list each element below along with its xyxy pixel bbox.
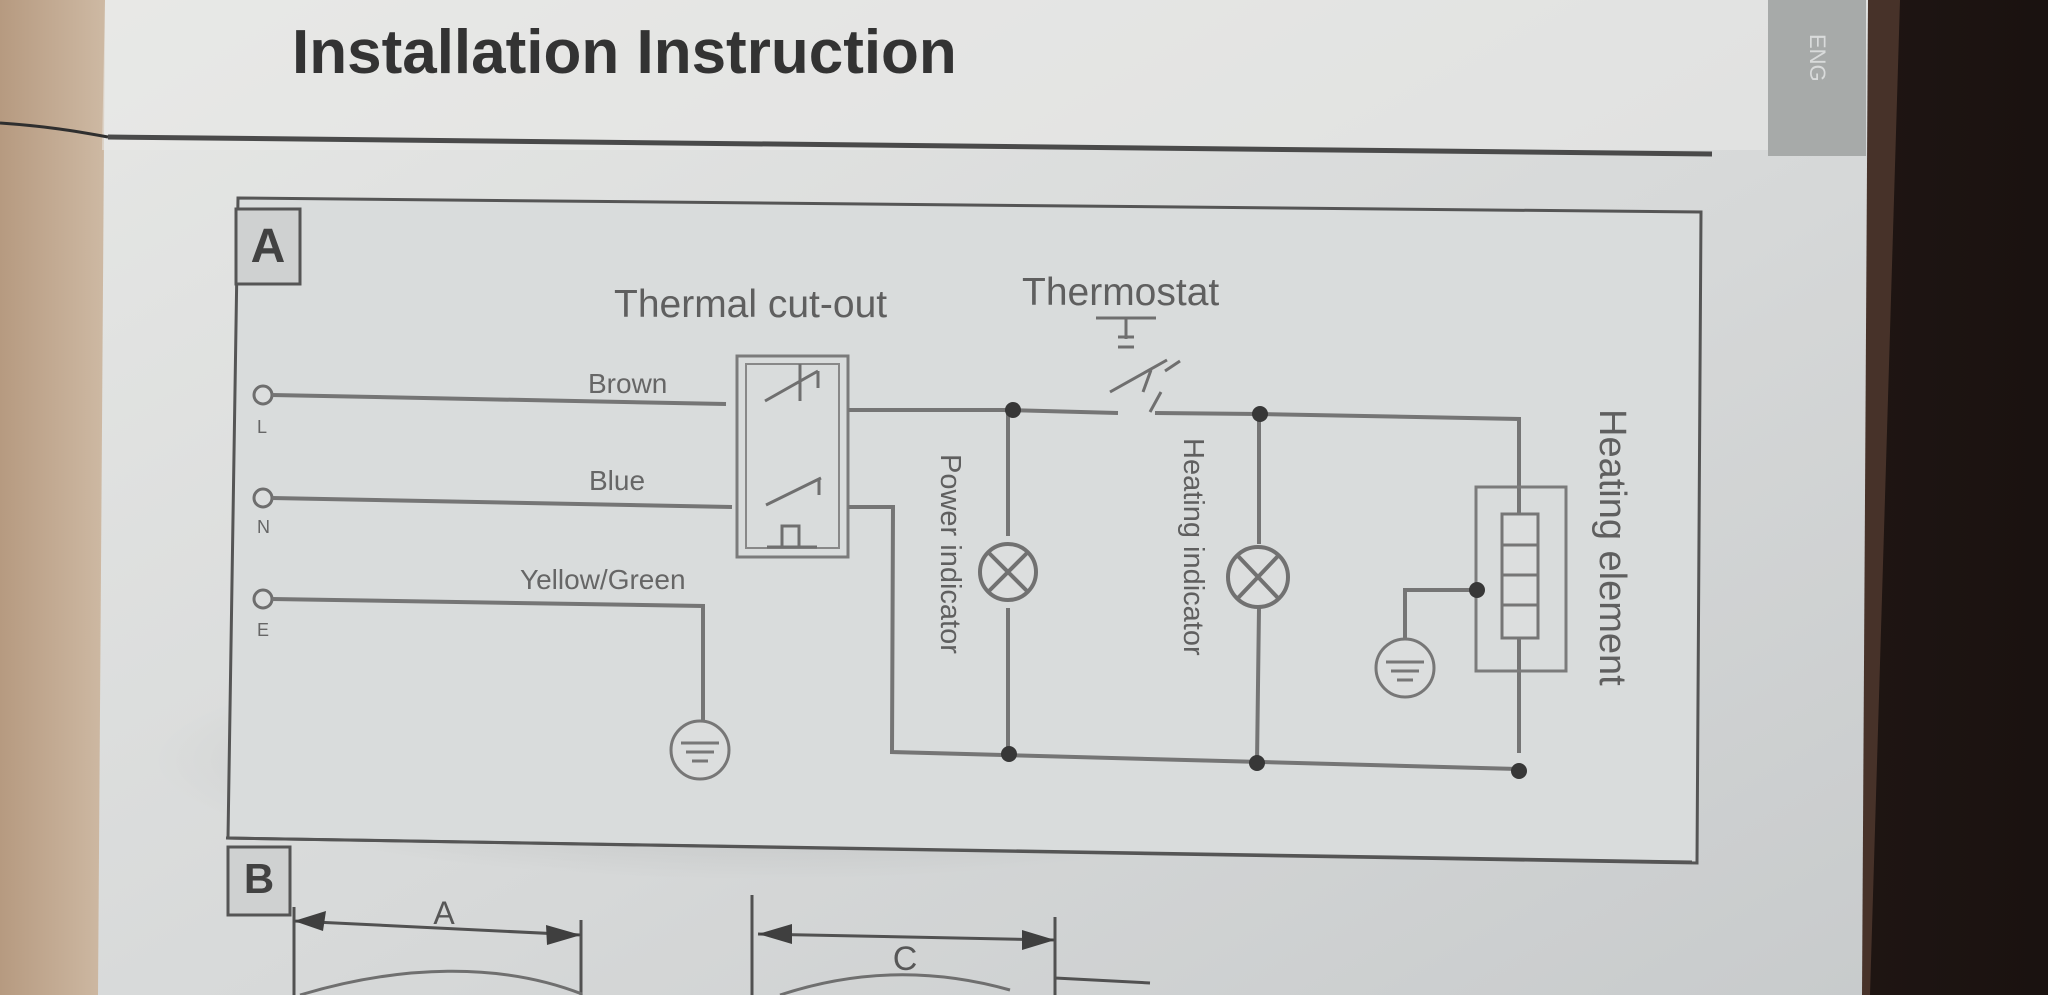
junction-dot-icon-1 xyxy=(1005,402,1021,418)
live-terminal-label: L xyxy=(257,417,267,437)
neutral-terminal-label: N xyxy=(257,517,270,537)
diagram-b-label-box xyxy=(226,845,292,917)
diagram-a-frame xyxy=(226,196,1703,865)
thermostat-label: Thermostat xyxy=(1022,271,1219,314)
diagram-b-top-border xyxy=(225,836,1693,864)
heating-indicator-label: Heating indicator xyxy=(1177,438,1209,656)
blue-wire-label: Blue xyxy=(589,465,645,496)
supply-earth-lines xyxy=(681,741,719,763)
heating-element-frame xyxy=(1474,485,1568,673)
brown-wire-label: Brown xyxy=(588,368,667,399)
heating-element-label: Heating element xyxy=(1591,409,1633,686)
heating-indicator-leads xyxy=(1255,414,1261,764)
dimension-a-label: A xyxy=(433,895,455,931)
dimension-c-line xyxy=(750,895,1151,995)
junction-dot-icon-2 xyxy=(1252,406,1268,422)
brown-wire xyxy=(271,393,727,406)
yellow-green-wire-label: Yellow/Green xyxy=(520,564,686,595)
earth-terminal-icon xyxy=(252,588,274,610)
header-rule xyxy=(107,134,1713,157)
thermal-cutout-box xyxy=(735,354,850,559)
heating-element-earth-lead xyxy=(1403,588,1478,645)
diagram-a-label: A xyxy=(251,220,286,273)
junction-dot-icon-5 xyxy=(1469,582,1485,598)
thermal-cutout-switch-icon xyxy=(764,364,822,549)
paper-top-highlight xyxy=(102,0,1868,150)
heating-element-segments xyxy=(1502,543,1538,607)
diagram-b-curves xyxy=(299,969,1011,995)
live-terminal-icon xyxy=(252,384,274,406)
heating-element-earth-lines xyxy=(1386,660,1424,682)
junction-dot-icon-6 xyxy=(1511,763,1527,779)
neutral-terminal-icon xyxy=(252,487,274,509)
dimension-a-line xyxy=(292,907,583,995)
side-language-tab xyxy=(1768,0,1866,156)
side-tab-text: ENG xyxy=(1805,34,1830,82)
thermostat-switch-icon xyxy=(1096,316,1181,413)
junction-dot-icon-3 xyxy=(1001,746,1017,762)
page-title: Installation Instruction xyxy=(292,18,957,87)
dimension-a-arrows xyxy=(294,911,581,945)
diagram-b-label: B xyxy=(244,855,274,902)
neutral-return-bus xyxy=(848,505,1519,771)
yellow-green-wire xyxy=(271,597,705,740)
dimension-c-label: C xyxy=(893,940,918,978)
blue-wire xyxy=(271,496,733,509)
left-edge-background xyxy=(0,0,128,995)
power-indicator-x xyxy=(987,551,1029,593)
page-edge-line xyxy=(0,121,109,139)
junction-dot-icon-4 xyxy=(1249,755,1265,771)
earth-terminal-label: E xyxy=(257,620,269,640)
diagram-a-label-box xyxy=(234,207,302,286)
thermal-cutout-label: Thermal cut-out xyxy=(614,283,887,326)
supply-earth-icon xyxy=(669,719,731,781)
dimension-c-arrows xyxy=(758,924,1055,950)
heating-element-earth-icon xyxy=(1374,637,1436,699)
heating-indicator-x xyxy=(1236,554,1280,600)
power-indicator-label: Power indicator xyxy=(934,454,966,654)
